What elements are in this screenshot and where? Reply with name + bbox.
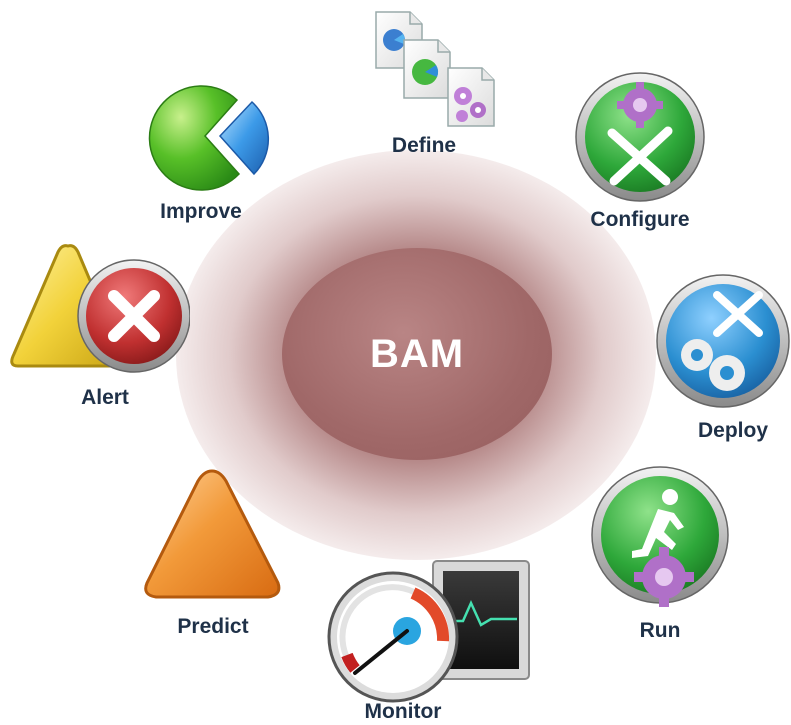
stage-monitor: Monitor <box>325 555 535 725</box>
stage-deploy: Deploy <box>655 265 791 450</box>
documents-icon <box>375 11 495 127</box>
gauge-monitor-icon <box>327 560 530 703</box>
stage-configure: Configure <box>574 65 734 240</box>
predict-label: Predict <box>177 615 249 638</box>
run-label: Run <box>639 619 681 642</box>
stage-predict: Predict <box>140 465 285 645</box>
stage-run: Run <box>588 465 738 650</box>
stage-alert: Alert <box>10 240 190 415</box>
center-label: BAM <box>369 331 465 376</box>
stage-improve: Improve <box>135 78 280 223</box>
warning-triangle-icon <box>144 469 281 599</box>
deploy-gears-icon <box>656 274 790 408</box>
monitor-label: Monitor <box>364 700 442 723</box>
configure-label: Configure <box>590 208 690 231</box>
alert-error-icon <box>10 244 190 373</box>
runner-icon <box>591 466 729 607</box>
config-tools-icon <box>575 72 705 202</box>
center-ellipse <box>282 248 552 460</box>
alert-label: Alert <box>81 386 129 409</box>
pie-chart-icon <box>148 85 270 191</box>
stage-define: Define <box>370 10 505 157</box>
deploy-label: Deploy <box>697 419 769 442</box>
define-label: Define <box>391 134 457 157</box>
improve-label: Improve <box>160 200 242 223</box>
